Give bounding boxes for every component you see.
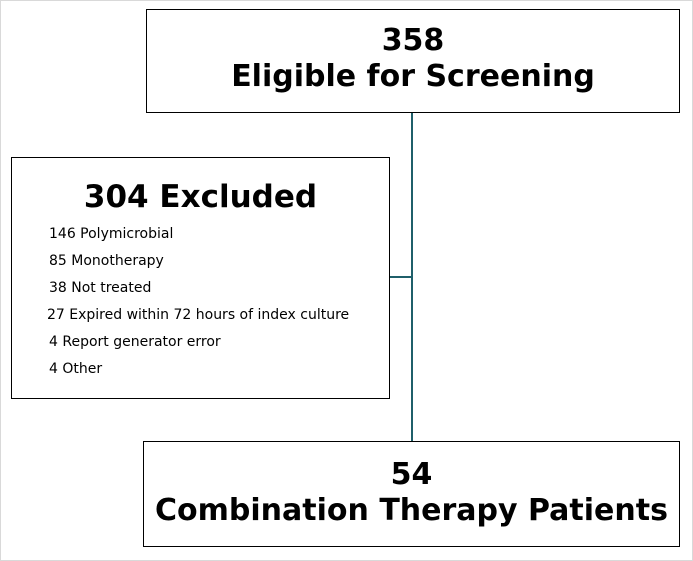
excluded-reason-item: 146 Polymicrobial: [49, 226, 174, 242]
excluded-reason-item: 85 Monotherapy: [49, 253, 164, 269]
flow-connector-vertical: [411, 113, 413, 441]
final-label: Combination Therapy Patients: [155, 493, 668, 528]
excluded-reason-item: 27 Expired within 72 hours of index cult…: [47, 307, 350, 323]
excluded-reason-item: 4 Other: [49, 361, 103, 377]
eligible-label: Eligible for Screening: [231, 59, 595, 94]
excluded-reason-item: 38 Not treated: [49, 280, 152, 296]
combination-therapy-box: 54 Combination Therapy Patients: [143, 441, 680, 547]
excluded-box: 304 Excluded 146 Polymicrobial 85 Monoth…: [11, 157, 390, 399]
final-count: 54: [390, 457, 433, 492]
flow-connector-excluded-branch: [390, 276, 412, 278]
eligible-box: 358 Eligible for Screening: [146, 9, 680, 113]
excluded-reasons-list: 146 Polymicrobial 85 Monotherapy 38 Not …: [47, 221, 350, 383]
excluded-title: 304 Excluded: [83, 179, 318, 215]
eligible-count: 358: [381, 23, 445, 58]
excluded-reason-item: 4 Report generator error: [49, 334, 221, 350]
